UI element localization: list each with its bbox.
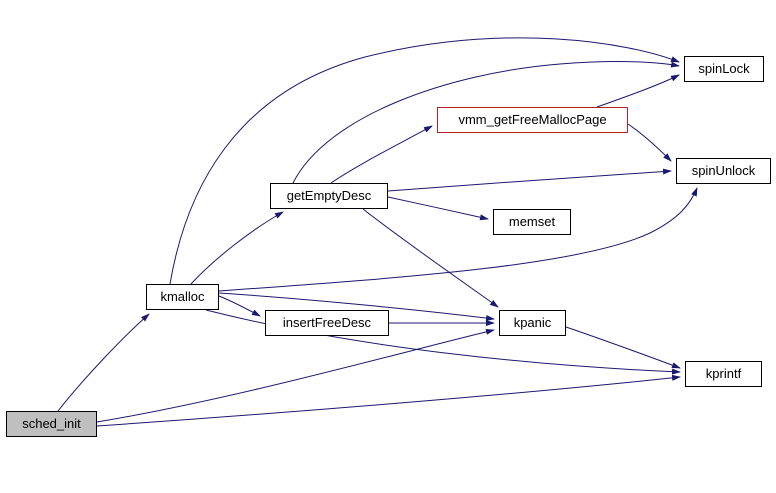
node-kmalloc[interactable]: kmalloc [146,284,219,310]
edge-kpanic-kprintf [565,326,681,369]
node-getEmptyDesc[interactable]: getEmptyDesc [270,183,388,209]
edge-kmalloc-kpanic [218,292,495,321]
edge-vmm_getFreeMallocPage-spinUnlock [627,123,672,162]
edge-sched_init-kprintf [96,374,681,427]
node-vmm_getFreeMallocPage[interactable]: vmm_getFreeMallocPage [437,107,628,133]
node-spinLock[interactable]: spinLock [684,56,764,82]
edge-kmalloc-spinLock [169,37,680,285]
node-spinUnlock[interactable]: spinUnlock [676,158,771,184]
edge-kmalloc-getEmptyDesc [190,211,284,285]
edge-getEmptyDesc-spinUnlock [387,168,672,192]
edge-vmm_getFreeMallocPage-spinLock [596,74,680,108]
edge-kmalloc-spinUnlock [218,187,698,292]
node-sched_init: sched_init [6,411,97,437]
edge-sched_init-kpanic [96,328,495,423]
node-kprintf[interactable]: kprintf [685,361,762,387]
edge-sched_init-kmalloc [57,313,150,412]
node-kpanic[interactable]: kpanic [499,310,566,336]
node-insertFreeDesc[interactable]: insertFreeDesc [265,310,389,336]
edge-getEmptyDesc-memset [387,196,489,221]
node-memset[interactable]: memset [493,209,571,235]
edge-kmalloc-insertFreeDesc [218,295,261,317]
edge-getEmptyDesc-kpanic [362,208,499,308]
edge-getEmptyDesc-vmm_getFreeMallocPage [330,125,433,184]
edge-getEmptyDesc-spinLock [292,61,680,184]
